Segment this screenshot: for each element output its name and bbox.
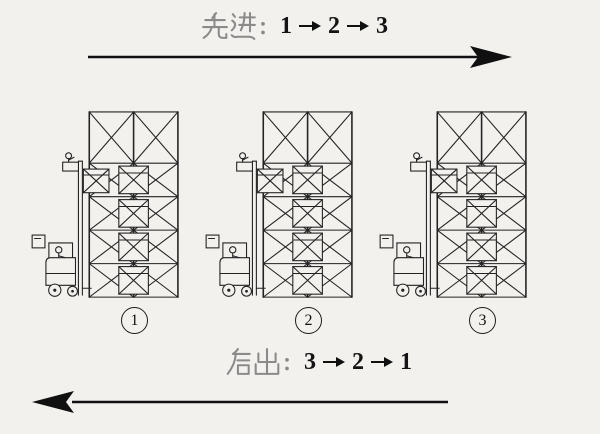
colon-icon [285,358,289,371]
rack-number-badge: 1 [121,307,148,334]
right-arrow-icon [323,357,345,367]
first-in-label: 先进: [202,12,268,40]
cjk-char-jin [230,12,256,40]
right-arrow-icon [371,357,393,367]
cjk-char-hou [226,348,251,375]
rack-number-badge: 3 [469,307,496,334]
stacker-crane-rack-icon [379,111,527,298]
sequence-number: 2 [352,349,364,375]
right-arrow-icon [347,21,369,31]
rack-number: 3 [478,311,487,329]
right-arrow-icon [299,21,321,31]
cjk-char-chu [254,348,280,375]
stacker-crane-rack-icon [205,111,353,298]
inbound-direction-arrow [88,46,512,68]
colon-icon [261,22,265,35]
bottom-sequence: 3 2 1 [304,350,412,374]
rack-unit-1: 1 [28,108,186,338]
top-sequence: 1 2 3 [280,14,388,38]
rack-unit-2: 2 [202,108,360,338]
outbound-direction-arrow [32,391,448,413]
sequence-number: 1 [280,13,292,39]
rack-unit-3: 3 [376,108,534,338]
last-out-label: 后出: [226,348,292,376]
racks-row: 1 2 3 [0,108,600,338]
top-flow: 先进: 1 2 3 [202,9,388,43]
stacker-crane-rack-icon [31,111,179,298]
sequence-number: 1 [400,349,412,375]
rack-number: 1 [130,311,139,329]
sequence-number: 3 [304,349,316,375]
cjk-char-xian [202,12,228,39]
rack-number: 2 [304,311,313,329]
bottom-flow: 后出: 3 2 1 [226,345,412,379]
sequence-number: 2 [328,13,340,39]
rack-number-badge: 2 [295,307,322,334]
sequence-number: 3 [376,13,388,39]
